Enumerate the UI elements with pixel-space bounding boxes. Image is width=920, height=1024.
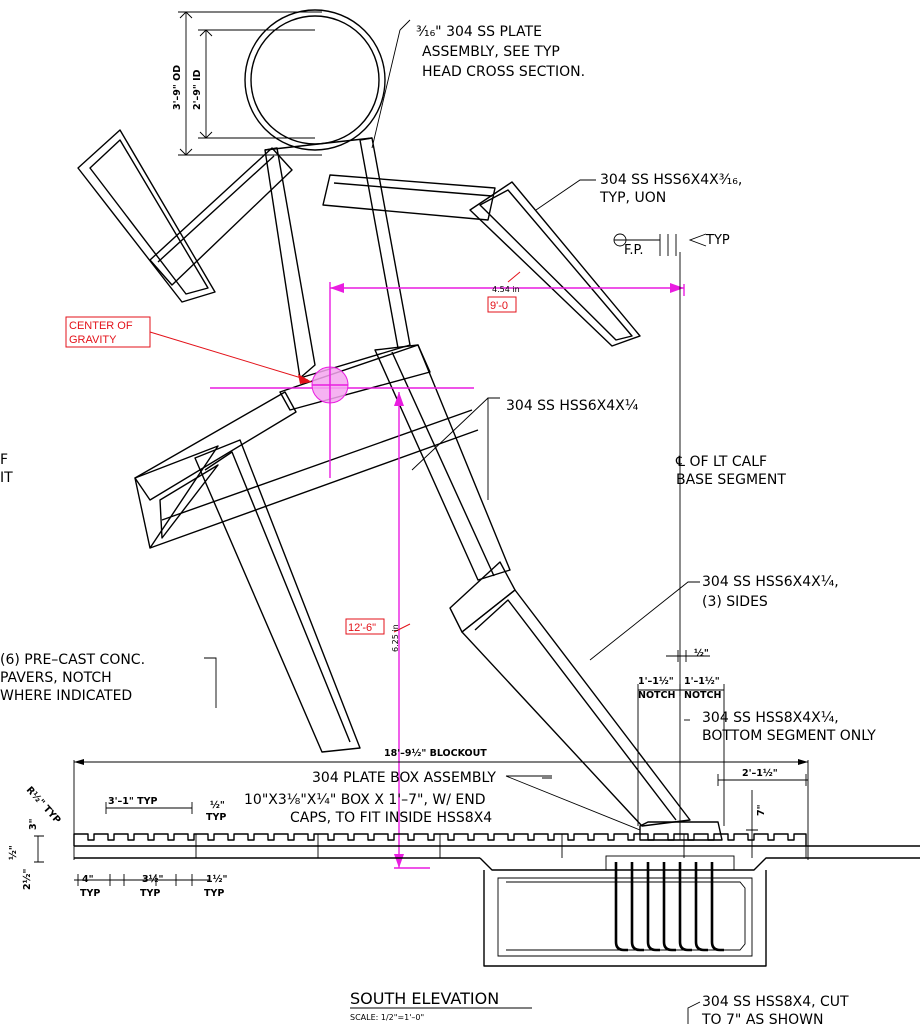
- plate-box-1: 304 PLATE BOX ASSEMBLY: [312, 770, 496, 786]
- right-thigh: [374, 344, 511, 581]
- rebar-set: [614, 862, 724, 952]
- hss8-bottom-2: BOTTOM SEGMENT ONLY: [702, 728, 876, 744]
- vertical-dim-feet: 12'-6": [348, 622, 376, 634]
- hss-typ-callout-1: 304 SS HSS6X4X³⁄₁₆,: [600, 172, 742, 188]
- title-scale: SCALE: 1/2"=1'–0": [350, 1013, 424, 1022]
- left-fragment-2: IT: [0, 470, 13, 486]
- fp-symbol: F.P. TYP: [613, 233, 730, 258]
- id-dimension: 2'–9" ID: [192, 69, 203, 110]
- hss8-cut-2: TO 7" AS SHOWN: [701, 1012, 823, 1024]
- half-typ-2: TYP: [206, 812, 226, 823]
- half-top-dim: ½": [694, 648, 709, 659]
- paver-typ-dim: 3'–1" TYP: [108, 796, 157, 807]
- hss-three-sides-1: 304 SS HSS6X4X¼,: [702, 574, 839, 590]
- vertical-dim-box: [345, 618, 385, 635]
- upper-right-arm: [322, 174, 496, 221]
- horizontal-dim-box: [487, 296, 517, 313]
- left-forearm: [77, 129, 216, 303]
- hss-quarter-callout: 304 SS HSS6X4X¼: [506, 398, 639, 414]
- two-half-dim: 2½": [22, 869, 33, 890]
- pavers-callout-2: PAVERS, NOTCH: [0, 670, 112, 686]
- fp-label: F.P.: [624, 243, 643, 258]
- head-dimensions: 3'–9" OD 2'–9" ID: [172, 11, 322, 156]
- cg-label-line1: CENTER OF: [69, 320, 133, 332]
- right-forearm: [469, 181, 641, 347]
- three-half-typ-2: TYP: [140, 888, 160, 899]
- calf-callout-2: BASE SEGMENT: [676, 472, 786, 488]
- left-calf: [194, 439, 361, 753]
- vertical-dim-inches: 6.25 in: [391, 624, 400, 652]
- plate-callout-2: ASSEMBLY, SEE TYP: [422, 44, 560, 60]
- pavers-callout-3: WHERE INDICATED: [0, 688, 132, 704]
- left-fragment-1: F: [0, 452, 8, 468]
- drawing-title: SOUTH ELEVATION SCALE: 1/2"=1'–0": [350, 989, 532, 1022]
- title-name: SOUTH ELEVATION: [350, 989, 499, 1008]
- horizontal-dim-feet: 9'-0: [490, 300, 508, 312]
- plate-callout-3: HEAD CROSS SECTION.: [422, 64, 585, 80]
- runner-figure: [77, 9, 691, 827]
- leader-lines: [204, 19, 701, 1024]
- plate-callout-1: ³⁄₁₆" 304 SS PLATE: [416, 24, 542, 40]
- four-typ-1: 4": [82, 874, 94, 885]
- seven-dim: 7": [756, 804, 767, 816]
- four-typ-2: TYP: [80, 888, 100, 899]
- notch-b-2: NOTCH: [684, 690, 721, 701]
- od-dimension: 3'–9" OD: [172, 65, 183, 110]
- right-calf: [449, 561, 691, 827]
- blockout-dimension: 18'–9½" BLOCKOUT: [384, 748, 487, 759]
- hss8-cut-1: 304 SS HSS8X4, CUT: [702, 994, 849, 1010]
- notch-a-2: NOTCH: [638, 690, 675, 701]
- one-half-dim: ½": [8, 845, 19, 860]
- pavers-callout-1: (6) PRE–CAST CONC.: [0, 652, 145, 668]
- cg-label-line2: GRAVITY: [69, 334, 117, 346]
- head-inner-circle: [250, 15, 380, 145]
- plate-box-3: CAPS, TO FIT INSIDE HSS8X4: [290, 810, 492, 826]
- callout-text: ³⁄₁₆" 304 SS PLATE ASSEMBLY, SEE TYP HEA…: [0, 24, 876, 1024]
- center-of-gravity-marker: CENTER OF GRAVITY: [65, 316, 349, 404]
- one-half-typ-2: TYP: [204, 888, 224, 899]
- one-half-typ-1: 1½": [206, 874, 227, 885]
- left-thigh: [134, 344, 479, 549]
- plate-box-2: 10"X3⅛"X¼" BOX X 1'–7", W/ END: [244, 792, 486, 808]
- horizontal-dim-inches: 4.54 in: [492, 285, 520, 294]
- right-dim: 2'–1½": [742, 768, 778, 779]
- three-half-typ-1: 3½": [142, 874, 163, 885]
- three-dim: 3": [28, 818, 39, 830]
- torso: [264, 137, 411, 379]
- notch-a-1: 1'–1½": [638, 676, 674, 687]
- typ-label: TYP: [705, 233, 730, 248]
- left-upper-arm: [149, 147, 293, 286]
- notch-b-1: 1'–1½": [684, 676, 720, 687]
- hss-three-sides-2: (3) SIDES: [702, 594, 768, 610]
- calf-callout-1: ℄ OF LT CALF: [675, 454, 767, 470]
- hss8-bottom-1: 304 SS HSS8X4X¼,: [702, 710, 839, 726]
- head-outer-circle: [244, 9, 386, 151]
- half-typ-1: ½": [210, 800, 225, 811]
- hss-typ-callout-2: TYP, UON: [599, 190, 666, 206]
- paver-base: 18'–9½" BLOCKOUT 3'–1" TYP ½" TYP R½" TY…: [8, 648, 920, 967]
